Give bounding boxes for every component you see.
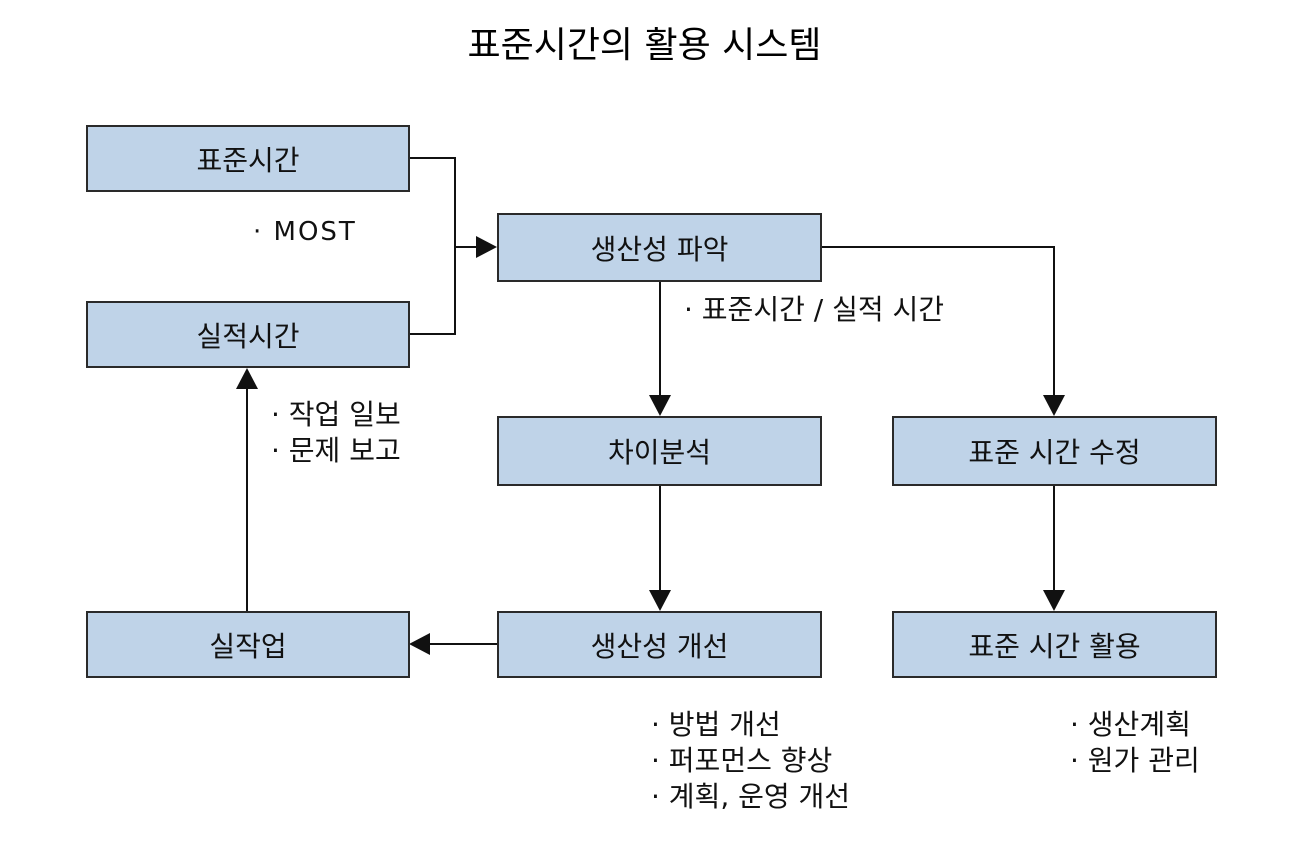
note-standard-vs-actual-text: · 표준시간 / 실적 시간 (684, 293, 945, 326)
arrowhead-improve-to-actual-work (409, 633, 430, 655)
note-line: · 퍼포먼스 향상 (651, 744, 833, 777)
note-line: · 계획, 운영 개선 (651, 780, 851, 813)
note-line: · 문제 보고 (271, 434, 401, 467)
note-work-reports: · 작업 일보 · 문제 보고 (271, 397, 401, 469)
arrowhead-join-to-productivity (476, 236, 497, 258)
node-standard-time-revision: 표준 시간 수정 (892, 416, 1217, 486)
note-line: · 작업 일보 (271, 398, 401, 431)
arrowhead-gap-to-improve (649, 590, 671, 611)
node-actual-work: 실작업 (86, 611, 410, 678)
edge-standard-to-join (408, 157, 456, 247)
note-most: · MOST (253, 214, 357, 250)
note-line: · 원가 관리 (1070, 744, 1200, 777)
arrowhead-productivity-to-gap (649, 395, 671, 416)
note-most-text: · MOST (253, 217, 357, 247)
edge-actual-to-join (408, 247, 456, 335)
arrowhead-actual-work-to-actual-time (236, 368, 258, 389)
diagram-title: 표준시간의 활용 시스템 (467, 25, 822, 66)
note-uses: · 생산계획 · 원가 관리 (1070, 707, 1200, 779)
arrowhead-productivity-to-revision (1043, 395, 1065, 416)
note-line: · 방법 개선 (651, 708, 781, 741)
node-standard-time: 표준시간 (86, 125, 410, 192)
note-improvements: · 방법 개선 · 퍼포먼스 향상 · 계획, 운영 개선 (651, 707, 850, 815)
node-productivity-improvement: 생산성 개선 (497, 611, 822, 678)
edge-productivity-to-revision (820, 246, 1055, 396)
arrowhead-revision-to-use (1043, 590, 1065, 611)
node-gap-analysis: 차이분석 (497, 416, 822, 486)
note-line: · 생산계획 (1070, 708, 1191, 741)
node-standard-time-use: 표준 시간 활용 (892, 611, 1217, 678)
node-actual-time: 실적시간 (86, 301, 410, 368)
note-standard-vs-actual: · 표준시간 / 실적 시간 (684, 292, 944, 328)
node-productivity-check: 생산성 파악 (497, 213, 822, 282)
